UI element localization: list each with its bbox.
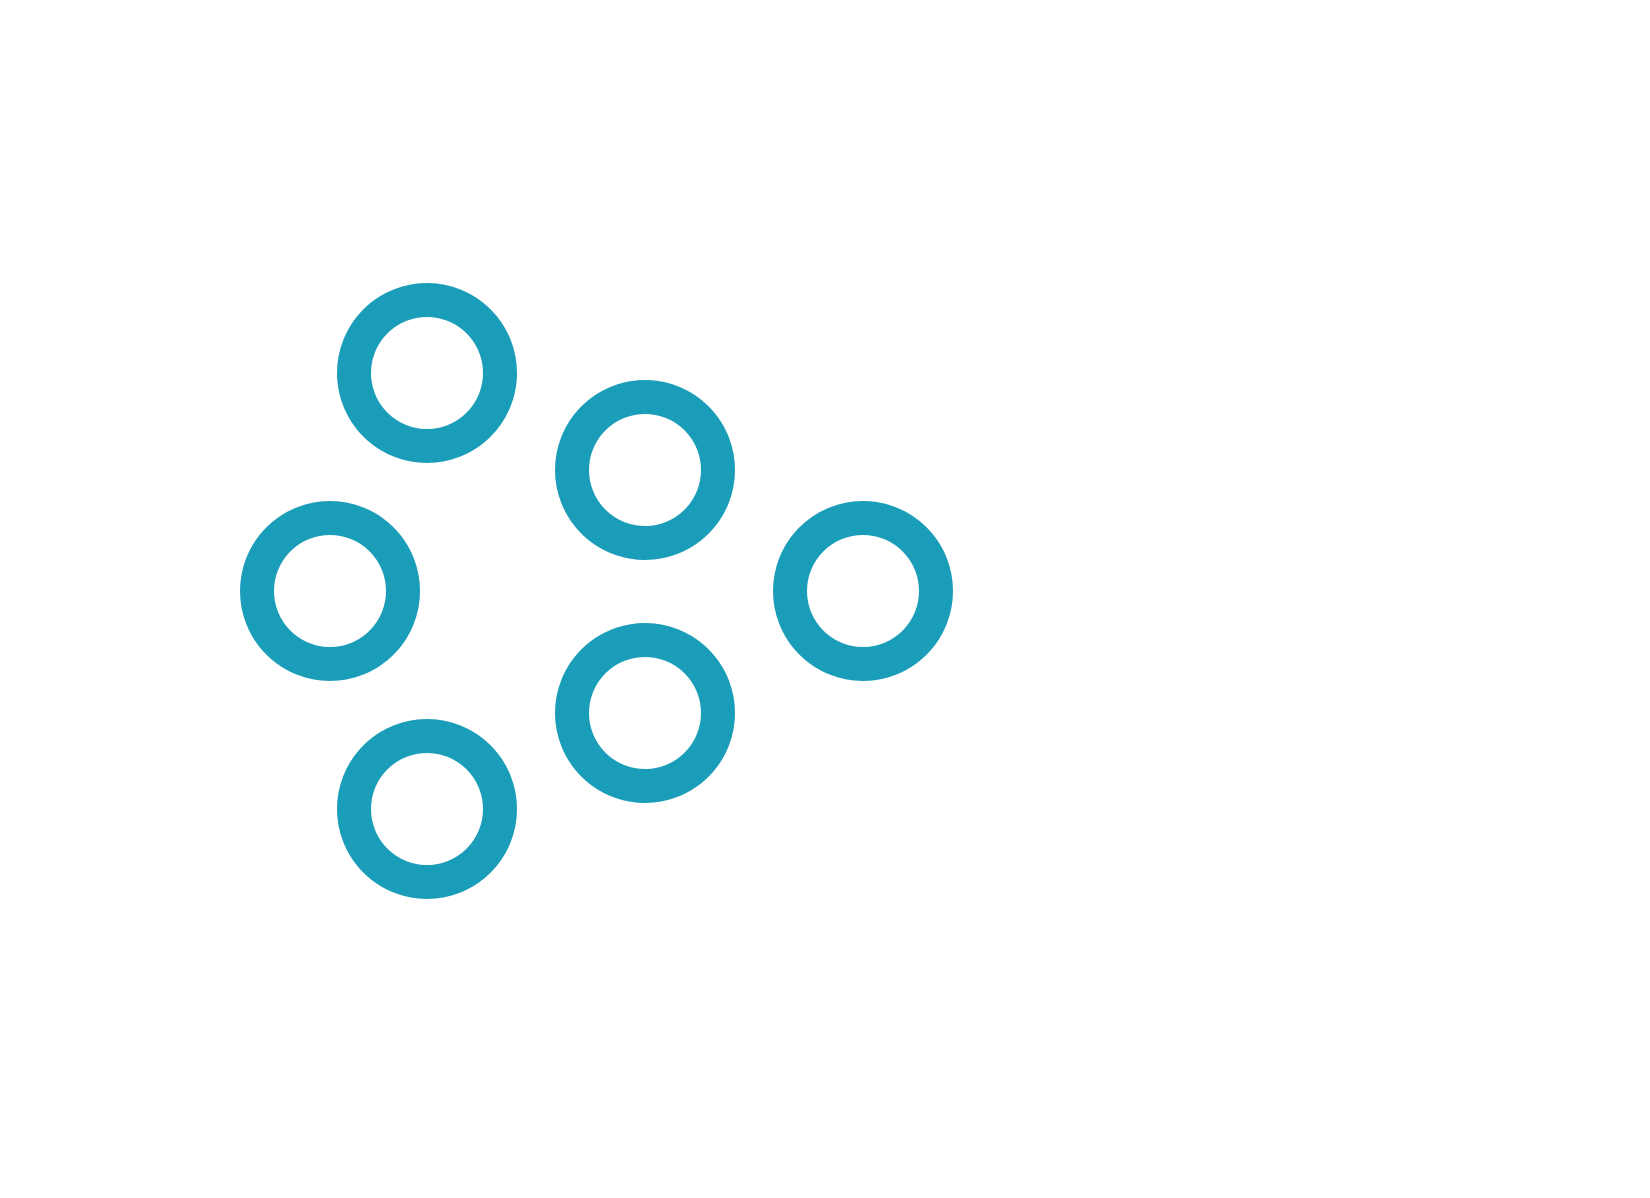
ring-lower-center (555, 623, 735, 803)
ring-upper-center (555, 380, 735, 560)
ring-top-left (337, 283, 517, 463)
ring-middle-left (240, 501, 420, 681)
ring-middle-right (773, 501, 953, 681)
ring-bottom-left (337, 719, 517, 899)
